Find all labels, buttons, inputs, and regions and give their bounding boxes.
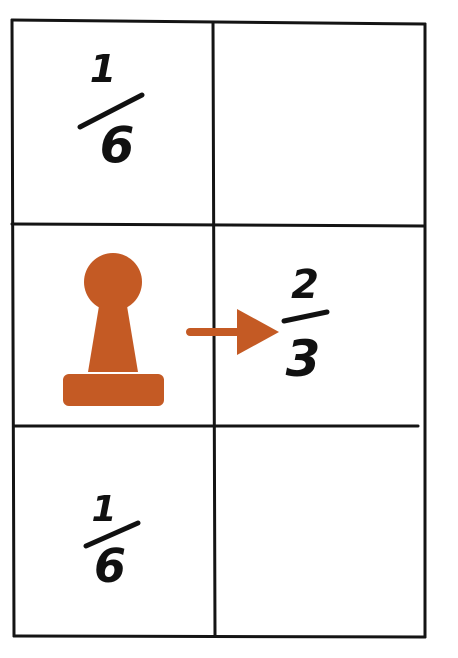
fraction-bottom-left-denominator: 6 xyxy=(94,539,126,593)
grid-row-divider-1 xyxy=(10,222,427,228)
arrow-right-icon xyxy=(186,309,279,355)
fraction-top-left: 1 6 xyxy=(77,47,145,174)
fraction-middle-right: 2 3 xyxy=(281,262,330,388)
fraction-middle-right-denominator: 3 xyxy=(286,330,321,388)
fraction-middle-right-numerator: 2 xyxy=(291,262,319,308)
grid-bottom-border xyxy=(12,634,427,639)
fraction-top-left-denominator: 6 xyxy=(100,116,135,174)
fraction-bottom-left: 1 6 xyxy=(83,489,141,593)
fraction-bottom-left-bar xyxy=(83,520,141,549)
fraction-top-left-bar xyxy=(77,92,145,130)
grid-top-border xyxy=(10,18,427,26)
grid-left-border xyxy=(10,18,16,638)
pawn-icon xyxy=(63,253,164,406)
fraction-top-left-numerator: 1 xyxy=(90,47,116,91)
fraction-middle-right-bar xyxy=(281,309,330,324)
fraction-bottom-left-numerator: 1 xyxy=(91,489,116,530)
